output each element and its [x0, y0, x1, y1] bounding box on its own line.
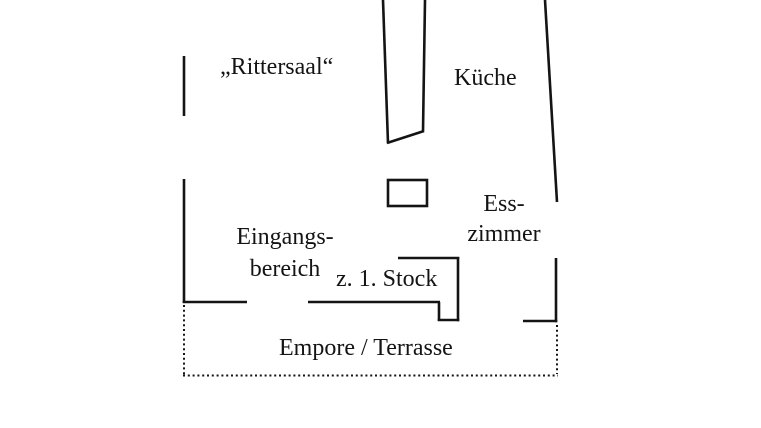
room-label-rittersaal: „Rittersaal“: [220, 54, 334, 80]
room-label-eingangsbereich-line1: Eingangs-: [236, 224, 334, 250]
room-label-esszimmer-line2: zimmer: [467, 221, 541, 247]
label-stairs-to-first-floor: z. 1. Stock: [336, 266, 438, 292]
room-label-kueche: Küche: [454, 65, 517, 91]
door-leaf-right: [421, 0, 427, 132]
room-label-eingangsbereich-line2: bereich: [249, 256, 321, 282]
room-label-esszimmer: Ess- zimmer: [452, 189, 556, 249]
room-label-empore-terrasse: Empore / Terrasse: [279, 335, 453, 361]
wall-right-upper: [543, 0, 559, 203]
door-leaf-bottom: [386, 129, 425, 145]
room-label-esszimmer-line1: Ess-: [483, 191, 525, 217]
chimney-rect: [386, 178, 429, 208]
door-leaf-left: [381, 0, 390, 144]
room-label-eingangsbereich: Eingangs- bereich: [229, 221, 341, 285]
